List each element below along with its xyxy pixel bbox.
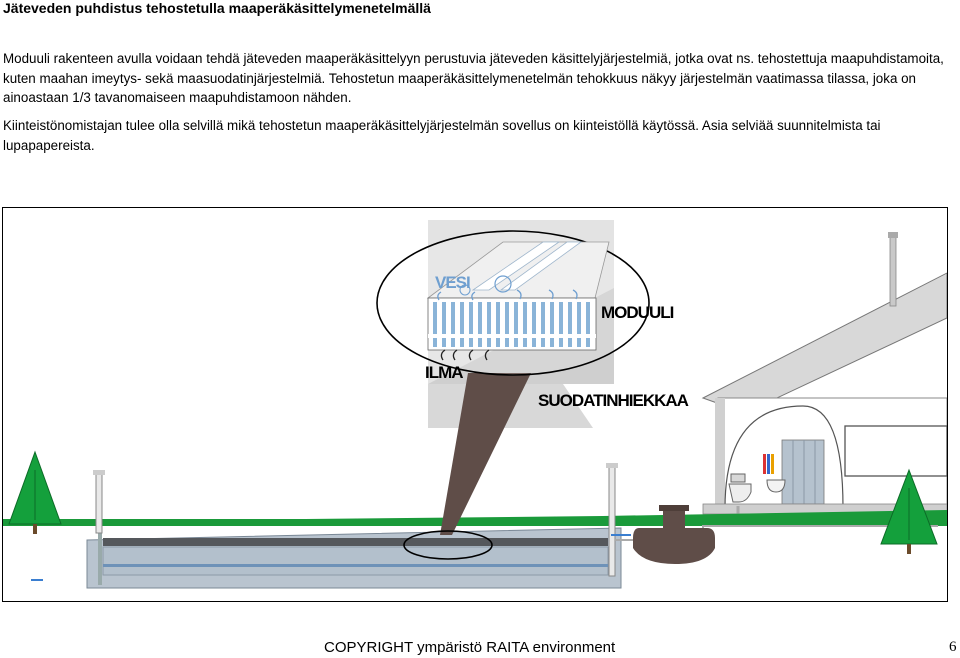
tree-right: [880, 468, 938, 554]
page-title: Jäteveden puhdistus tehostetulla maaperä…: [3, 0, 431, 16]
tree-left: [8, 450, 62, 534]
system-illustration: VESI MODUULI ILMA SUODATINHIEKKAA: [2, 207, 948, 602]
intro-paragraph: Moduuli rakenteen avulla voidaan tehdä j…: [3, 51, 944, 105]
label-suodatinhiekkaa: SUODATINHIEKKAA: [538, 391, 689, 410]
magnification-beam: [440, 373, 531, 535]
label-ilma: ILMA: [425, 363, 463, 382]
septic-tank: [633, 505, 715, 564]
page-number: 6: [949, 639, 957, 655]
label-moduuli: MODUULI: [601, 303, 674, 322]
module-detail: [426, 241, 610, 361]
owner-paragraph: Kiinteistönomistajan tulee olla selvillä…: [3, 118, 881, 153]
house: [701, 232, 947, 520]
label-vesi: VESI: [435, 273, 470, 292]
magnification-ring-small: [403, 530, 493, 560]
copyright-footer: COPYRIGHT ympäristö RAITA environment: [324, 639, 616, 656]
